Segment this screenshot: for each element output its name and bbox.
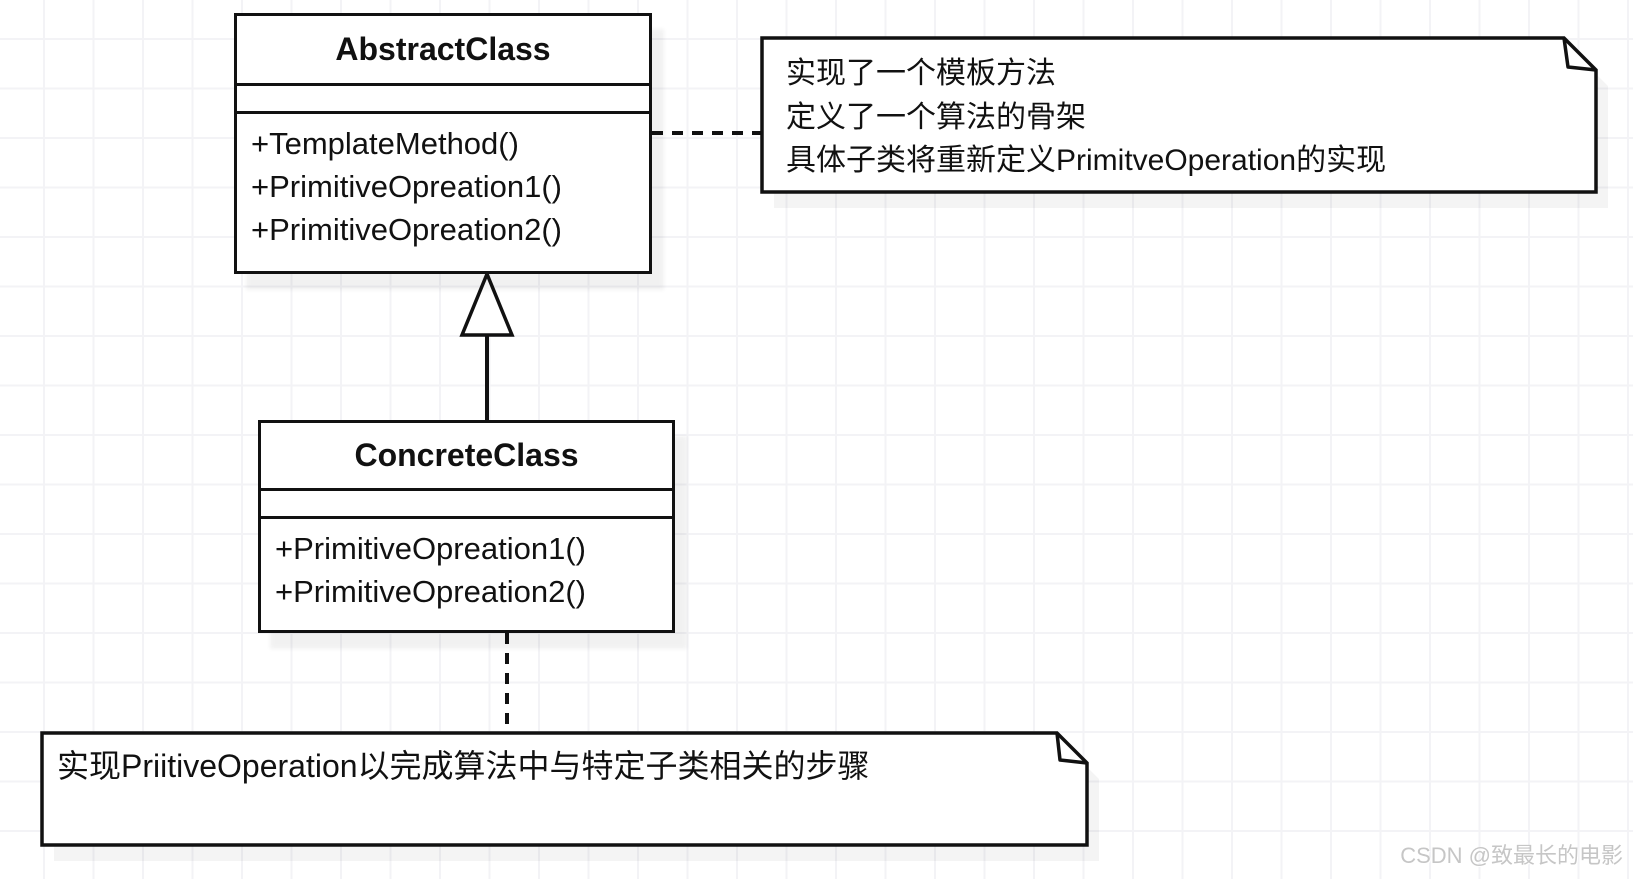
class-methods-concreteclass: +PrimitiveOpreation1() +PrimitiveOpreati… (261, 519, 672, 613)
note-line: 实现PriitiveOperation以完成算法中与特定子类相关的步骤 (57, 748, 870, 784)
generalization-triangle-icon (459, 269, 515, 337)
method-item: +PrimitiveOpreation2() (275, 574, 586, 609)
note-line: 具体子类将重新定义PrimitveOperation的实现 (786, 144, 1387, 177)
class-name-abstractclass: AbstractClass (237, 16, 649, 86)
method-item: +PrimitiveOpreation1() (275, 531, 586, 566)
bottom-note-fold-icon (1055, 732, 1088, 765)
class-attributes-concreteclass (261, 491, 672, 519)
method-item: +TemplateMethod() (251, 126, 519, 161)
note-text-concreteclass: 实现PriitiveOperation以完成算法中与特定子类相关的步骤 (57, 745, 870, 789)
note-text-abstractclass: 实现了一个模板方法 定义了一个算法的骨架 具体子类将重新定义PrimitveOp… (786, 52, 1386, 183)
class-methods-abstractclass: +TemplateMethod() +PrimitiveOpreation1()… (237, 114, 649, 251)
class-box-concreteclass: ConcreteClass +PrimitiveOpreation1() +Pr… (258, 420, 675, 633)
class-box-abstractclass: AbstractClass +TemplateMethod() +Primiti… (234, 13, 652, 274)
csdn-watermark: CSDN @致最长的电影 (1400, 843, 1623, 868)
method-item: +PrimitiveOpreation1() (251, 169, 562, 204)
method-item: +PrimitiveOpreation2() (251, 212, 562, 247)
class-name-concreteclass: ConcreteClass (261, 423, 672, 491)
top-note-shape (760, 36, 1598, 194)
top-note-fold-icon (1562, 37, 1597, 72)
note-line: 实现了一个模板方法 (786, 57, 1056, 90)
class-attributes-abstractclass (237, 86, 649, 114)
bottom-note-shape (40, 731, 1089, 847)
note-line: 定义了一个算法的骨架 (786, 100, 1086, 134)
